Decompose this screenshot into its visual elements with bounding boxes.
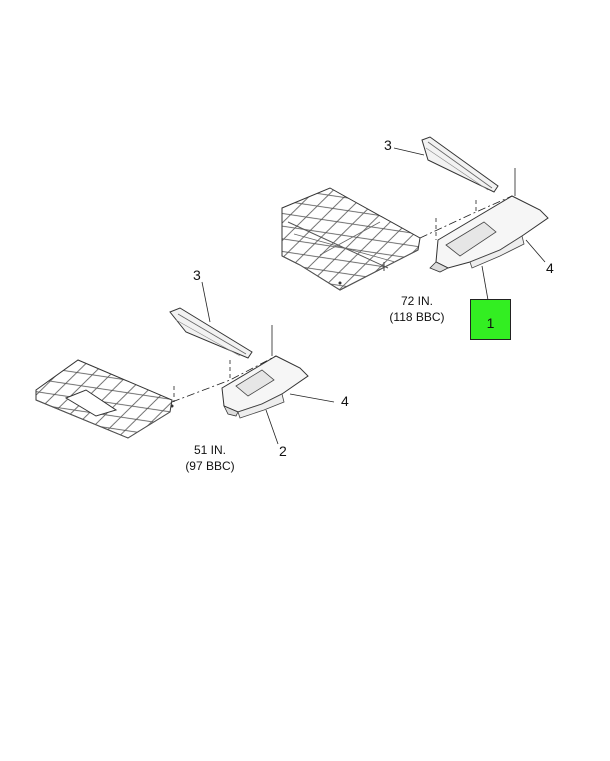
upper-sill-trim [421,136,499,193]
lower-floor-panel [35,359,174,439]
upper-callout-3: 3 [384,137,392,153]
lower-sill-trim [169,307,253,359]
lower-callout-4: 4 [341,393,349,409]
upper-cover-panel [429,195,549,273]
upper-callout-1-hotspot[interactable]: 1 [470,299,511,340]
lower-caption-bbc: (97 BBC) [185,459,234,473]
lower-caption-length: 51 IN. [194,443,226,457]
upper-caption-length: 72 IN. [401,294,433,308]
upper-callout-1: 1 [486,315,495,331]
lower-cover-panel [221,355,309,419]
upper-caption-bbc: (118 BBC) [389,310,444,324]
upper-leader-lines [393,147,546,301]
lower-leader-lines [171,281,335,445]
upper-callout-4: 4 [546,260,554,276]
lower-callout-2: 2 [279,443,287,459]
lower-callout-3: 3 [193,267,201,283]
upper-floor-panel [281,187,421,291]
